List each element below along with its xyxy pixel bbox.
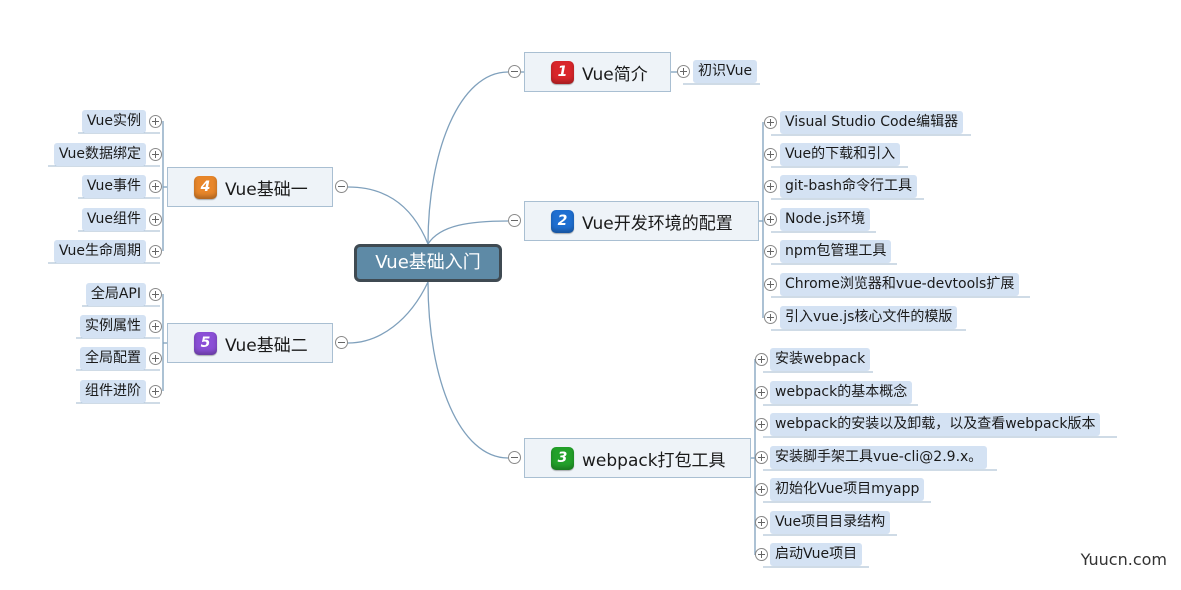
main-topic-label: Vue简介: [582, 64, 648, 85]
expand-icon[interactable]: [764, 278, 777, 291]
expand-icon[interactable]: [764, 148, 777, 161]
main-topic-label: webpack打包工具: [582, 450, 726, 471]
main-topic-label: Vue开发环境的配置: [582, 213, 733, 234]
expand-icon[interactable]: [755, 418, 768, 431]
expand-icon[interactable]: [149, 320, 162, 333]
number-3-icon: 3: [551, 446, 574, 470]
expand-icon[interactable]: [755, 451, 768, 464]
expand-icon[interactable]: [755, 483, 768, 496]
subtopic-item[interactable]: Node.js环境: [780, 208, 871, 231]
main-topic-vue-intro[interactable]: 1 Vue简介: [524, 52, 671, 92]
expand-icon[interactable]: [149, 352, 162, 365]
subtopic-item[interactable]: Vue事件: [81, 175, 146, 198]
expand-icon[interactable]: [755, 386, 768, 399]
expand-icon[interactable]: [764, 180, 777, 193]
main-topic-label: Vue基础二: [225, 335, 308, 356]
expand-icon[interactable]: [149, 115, 162, 128]
subtopic-item[interactable]: Chrome浏览器和vue-devtools扩展: [780, 273, 1020, 296]
collapse-icon[interactable]: [508, 65, 521, 78]
subtopic-item[interactable]: npm包管理工具: [780, 240, 892, 263]
expand-icon[interactable]: [149, 288, 162, 301]
subtopic-item[interactable]: 初始化Vue项目myapp: [770, 478, 925, 501]
link-central-b1: [427, 71, 509, 245]
collapse-icon[interactable]: [335, 180, 348, 193]
expand-icon[interactable]: [764, 245, 777, 258]
subtopic-item[interactable]: 全局API: [85, 283, 146, 306]
expand-icon[interactable]: [755, 516, 768, 529]
link-central-b4: [347, 186, 429, 245]
subtopic-item[interactable]: git-bash命令行工具: [780, 175, 917, 198]
number-4-icon: 4: [194, 175, 217, 199]
collapse-icon[interactable]: [508, 214, 521, 227]
expand-icon[interactable]: [764, 116, 777, 129]
subtopic-item[interactable]: 全局配置: [80, 347, 146, 370]
subtopic-item[interactable]: webpack的基本概念: [770, 381, 913, 404]
subtopic-item[interactable]: Visual Studio Code编辑器: [780, 111, 964, 134]
subtopic-item[interactable]: 安装脚手架工具vue-cli@2.9.x。: [770, 446, 988, 469]
main-topic-webpack[interactable]: 3 webpack打包工具: [524, 438, 751, 478]
main-topic-label: Vue基础一: [225, 179, 308, 200]
link-central-b5: [347, 281, 429, 344]
main-topic-dev-env[interactable]: 2 Vue开发环境的配置: [524, 201, 759, 241]
expand-icon[interactable]: [755, 548, 768, 561]
main-topic-vue-basics-1[interactable]: 4 Vue基础一: [167, 167, 333, 207]
subtopic-item[interactable]: 初识Vue: [693, 60, 758, 83]
main-topic-vue-basics-2[interactable]: 5 Vue基础二: [167, 323, 333, 363]
number-5-icon: 5: [194, 331, 217, 355]
subtopic-item[interactable]: 安装webpack: [770, 348, 871, 371]
subtopic-item[interactable]: 启动Vue项目: [770, 543, 863, 566]
expand-icon[interactable]: [149, 180, 162, 193]
central-topic[interactable]: Vue基础入门: [354, 244, 502, 282]
expand-icon[interactable]: [149, 245, 162, 258]
subtopic-item[interactable]: webpack的安装以及卸载，以及查看webpack版本: [770, 413, 1101, 436]
subtopic-item[interactable]: Vue数据绑定: [53, 143, 146, 166]
subtopic-item[interactable]: 引入vue.js核心文件的模版: [780, 306, 958, 329]
link-central-b3: [427, 281, 509, 459]
subtopic-item[interactable]: Vue项目目录结构: [770, 511, 891, 534]
number-2-icon: 2: [551, 209, 574, 233]
expand-icon[interactable]: [764, 213, 777, 226]
subtopic-item[interactable]: Vue实例: [81, 110, 146, 133]
expand-icon[interactable]: [149, 148, 162, 161]
collapse-icon[interactable]: [508, 451, 521, 464]
subtopic-item[interactable]: 实例属性: [80, 315, 146, 338]
subtopic-item[interactable]: 组件进阶: [80, 380, 146, 403]
number-1-icon: 1: [551, 60, 574, 84]
collapse-icon[interactable]: [335, 336, 348, 349]
expand-icon[interactable]: [677, 65, 690, 78]
expand-icon[interactable]: [149, 213, 162, 226]
link-central-b2: [427, 220, 509, 245]
subtopic-item[interactable]: Vue的下载和引入: [780, 143, 901, 166]
expand-icon[interactable]: [149, 385, 162, 398]
subtopic-item[interactable]: Vue组件: [81, 208, 146, 231]
subtopic-item[interactable]: Vue生命周期: [53, 240, 146, 263]
expand-icon[interactable]: [764, 311, 777, 324]
expand-icon[interactable]: [755, 353, 768, 366]
watermark: Yuucn.com: [1080, 550, 1167, 569]
